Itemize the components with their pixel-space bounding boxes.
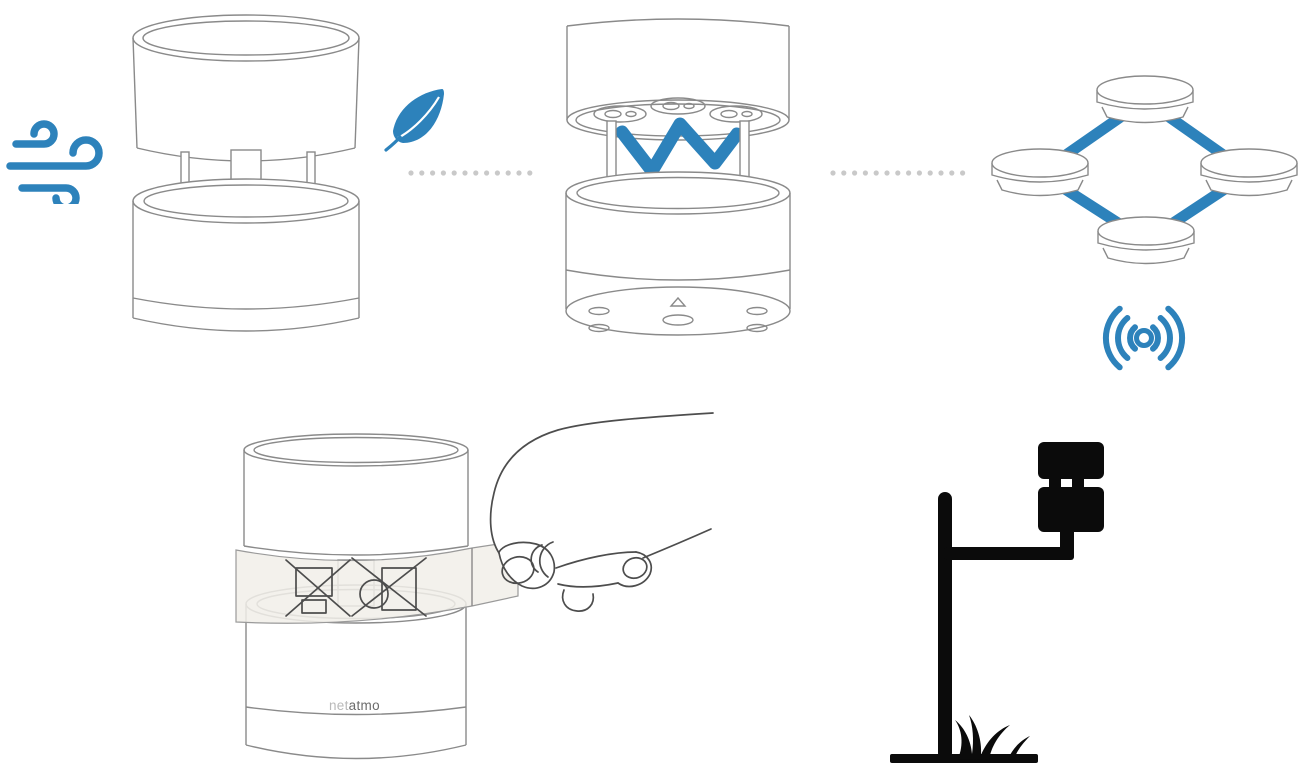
device-base-band	[245, 706, 467, 716]
transducer-discs	[991, 75, 1298, 265]
index-finger-top	[555, 551, 637, 569]
remove-strip-illustration	[235, 412, 714, 760]
mount-stem	[1060, 525, 1074, 555]
netatmo-logo: netatmo	[329, 698, 380, 713]
protective-strip[interactable]	[235, 540, 519, 624]
left-post	[606, 120, 617, 179]
dotted-separator-2	[830, 170, 967, 176]
wind-icon	[6, 120, 103, 204]
top-cylinder-inner-rim	[142, 20, 350, 56]
transducer-disc	[1200, 148, 1298, 197]
gauge-post-right	[1072, 476, 1084, 489]
grass-icon	[955, 715, 1010, 760]
thumb-nail	[501, 555, 535, 585]
wind-gauge-ultrasonic-illustration	[565, 18, 791, 336]
bottom-hole	[746, 306, 768, 316]
device-top-rim	[243, 433, 469, 467]
base-band-line	[132, 297, 360, 310]
transducer-cluster-right	[709, 105, 763, 123]
brand-prefix: net	[329, 698, 349, 713]
wind-stroke-top	[12, 120, 58, 148]
right-post	[739, 120, 750, 179]
wind-stroke-middle	[6, 136, 103, 170]
wireless-signal-icon	[1102, 305, 1186, 371]
device-top-inner-rim	[253, 436, 459, 464]
transducer-cluster-center	[650, 97, 706, 115]
index-finger-nail	[622, 556, 648, 580]
ultrasound-zigzag-icon	[615, 117, 744, 178]
transducer-disc	[991, 148, 1089, 197]
bottom-hole	[746, 323, 768, 333]
top-cylinder-right-wall	[354, 37, 360, 149]
hand-illustration	[489, 412, 714, 612]
leaf-vein	[397, 96, 440, 139]
mount-arm	[944, 547, 1074, 560]
orientation-triangle	[669, 296, 687, 307]
top-cylinder-left-wall	[132, 37, 138, 149]
leaf-stem	[384, 135, 402, 152]
gauge-bottom-half	[1038, 487, 1104, 532]
hand-bottom-contour	[642, 528, 712, 559]
gauge-top-half	[1038, 442, 1104, 479]
dotted-separator-1	[408, 170, 537, 176]
base-rim	[565, 171, 791, 215]
transducer-cluster-left	[593, 105, 647, 123]
hand-top-contour	[489, 412, 714, 554]
transducer-disc	[1097, 216, 1195, 265]
strip-warning-pictogram-2	[351, 557, 427, 617]
grass-blade	[1008, 736, 1030, 760]
leaf-body	[393, 89, 444, 143]
pole-mount-pictogram	[890, 442, 1104, 763]
brand-suffix: atmo	[348, 698, 380, 713]
bottom-hole	[588, 306, 610, 316]
bottom-center-hole	[662, 314, 694, 326]
curled-fingertip	[561, 589, 595, 612]
base-cylinder-inner-rim	[143, 184, 349, 218]
device-base-bottom	[245, 744, 467, 760]
wind-gauge-exploded-illustration	[132, 14, 360, 332]
transducer-network-illustration	[991, 75, 1298, 371]
base-bottom-face	[565, 286, 791, 336]
transducer-disc	[1096, 75, 1194, 124]
hand-fill	[490, 413, 713, 612]
leaf-icon	[384, 89, 444, 152]
index-finger-tip	[617, 551, 653, 588]
gauge-post-left	[1049, 476, 1061, 489]
pole	[938, 492, 952, 760]
motion-mark-inner	[530, 544, 543, 573]
index-finger-bottom	[557, 582, 619, 588]
wind-stroke-bottom	[18, 184, 80, 204]
strip-warning-pictogram-1	[285, 559, 351, 617]
top-edge	[566, 18, 790, 27]
device-top-bottom-edge	[243, 545, 469, 556]
base-bottom-edge	[132, 317, 360, 332]
bottom-hole	[588, 323, 610, 333]
base-band-line	[565, 269, 791, 281]
thumb-outline	[498, 541, 556, 590]
top-cylinder-rim	[132, 14, 360, 62]
motion-mark-outer	[538, 541, 554, 578]
base-inner-rim	[576, 176, 780, 210]
